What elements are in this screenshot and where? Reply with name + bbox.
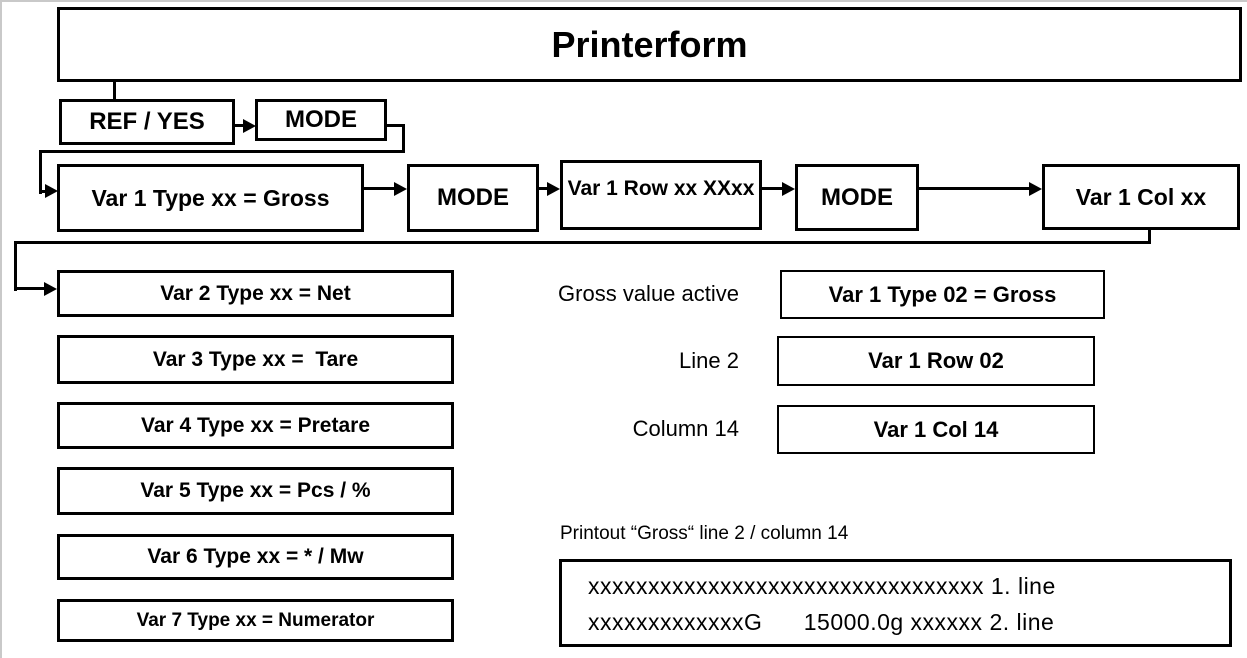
connector-segment	[14, 287, 44, 290]
connector-segment	[14, 241, 17, 291]
node-var5-type-label: Var 5 Type xx = Pcs / %	[140, 479, 371, 502]
node-var3-type-label: Var 3 Type xx = Tare	[152, 347, 359, 371]
connector-segment	[919, 187, 1031, 190]
node-var1-col-14-label: Var 1 Col 14	[873, 416, 999, 442]
node-var5-type: Var 5 Type xx = Pcs / %	[57, 467, 454, 515]
node-var1-type-label: Var 1 Type xx = Gross	[91, 184, 330, 211]
node-var3-type: Var 3 Type xx = Tare	[57, 335, 454, 384]
node-var4-type: Var 4 Type xx = Pretare	[57, 402, 454, 449]
connector-segment	[14, 241, 1151, 244]
printout-caption: Printout “Gross“ line 2 / column 14	[560, 523, 849, 544]
node-var1-col: Var 1 Col xx	[1042, 164, 1240, 230]
node-mode-1: MODE	[255, 99, 387, 141]
connector-segment	[235, 124, 245, 127]
node-var1-type-02-label: Var 1 Type 02 = Gross	[828, 281, 1057, 307]
connector-segment	[39, 150, 405, 153]
connector-segment	[539, 187, 549, 190]
arrowhead-icon	[547, 182, 560, 196]
example-label-gross-active: Gross value active	[558, 281, 739, 306]
connector-segment	[402, 124, 405, 153]
node-ref-yes-label: REF / YES	[89, 108, 205, 135]
printout-line-2: xxxxxxxxxxxxxG 15000.0g xxxxxx 2. line	[588, 609, 1055, 635]
node-mode-2-label: MODE	[437, 184, 509, 211]
page-title: Printerform	[551, 23, 748, 65]
arrowhead-icon	[45, 184, 58, 198]
connector-segment	[364, 187, 396, 190]
connector-segment	[39, 150, 42, 194]
arrowhead-icon	[1029, 182, 1042, 196]
node-var1-row: Var 1 Row xx XXxx	[560, 160, 762, 230]
node-var4-type-label: Var 4 Type xx = Pretare	[140, 413, 370, 437]
printout-line-1: xxxxxxxxxxxxxxxxxxxxxxxxxxxxxxxxx 1. lin…	[588, 573, 1056, 599]
node-var1-row-02: Var 1 Row 02	[777, 336, 1095, 386]
arrowhead-icon	[243, 119, 256, 133]
title-box: Printerform	[57, 7, 1242, 82]
node-mode-3: MODE	[795, 164, 919, 231]
node-var6-type-label: Var 6 Type xx = * / Mw	[147, 545, 364, 568]
example-label-column-14: Column 14	[632, 416, 739, 441]
node-mode-3-label: MODE	[821, 183, 893, 211]
connector-segment	[762, 187, 784, 190]
connector-segment	[39, 190, 47, 193]
printout-box: xxxxxxxxxxxxxxxxxxxxxxxxxxxxxxxxx 1. lin…	[559, 559, 1232, 647]
node-mode-2: MODE	[407, 164, 539, 232]
example-label-line-2: Line 2	[679, 348, 739, 373]
node-var7-type: Var 7 Type xx = Numerator	[57, 599, 454, 642]
connector-segment	[113, 82, 116, 99]
node-var7-type-label: Var 7 Type xx = Numerator	[136, 609, 375, 631]
node-var2-type: Var 2 Type xx = Net	[57, 270, 454, 317]
node-var1-col-label: Var 1 Col xx	[1075, 183, 1207, 210]
node-var1-type: Var 1 Type xx = Gross	[57, 164, 364, 232]
arrowhead-icon	[394, 182, 407, 196]
node-mode-1-label: MODE	[285, 106, 357, 133]
arrowhead-icon	[782, 182, 795, 196]
node-var2-type-label: Var 2 Type xx = Net	[160, 281, 351, 305]
connector-segment	[1148, 230, 1151, 244]
node-var6-type: Var 6 Type xx = * / Mw	[57, 534, 454, 580]
arrowhead-icon	[44, 282, 57, 296]
connector-segment	[387, 124, 405, 127]
node-var1-col-14: Var 1 Col 14	[777, 405, 1095, 454]
node-var1-row-02-label: Var 1 Row 02	[868, 348, 1004, 373]
node-ref-yes: REF / YES	[59, 99, 235, 145]
node-var1-type-02: Var 1 Type 02 = Gross	[780, 270, 1105, 319]
node-var1-row-label: Var 1 Row xx XXxx	[567, 177, 755, 200]
